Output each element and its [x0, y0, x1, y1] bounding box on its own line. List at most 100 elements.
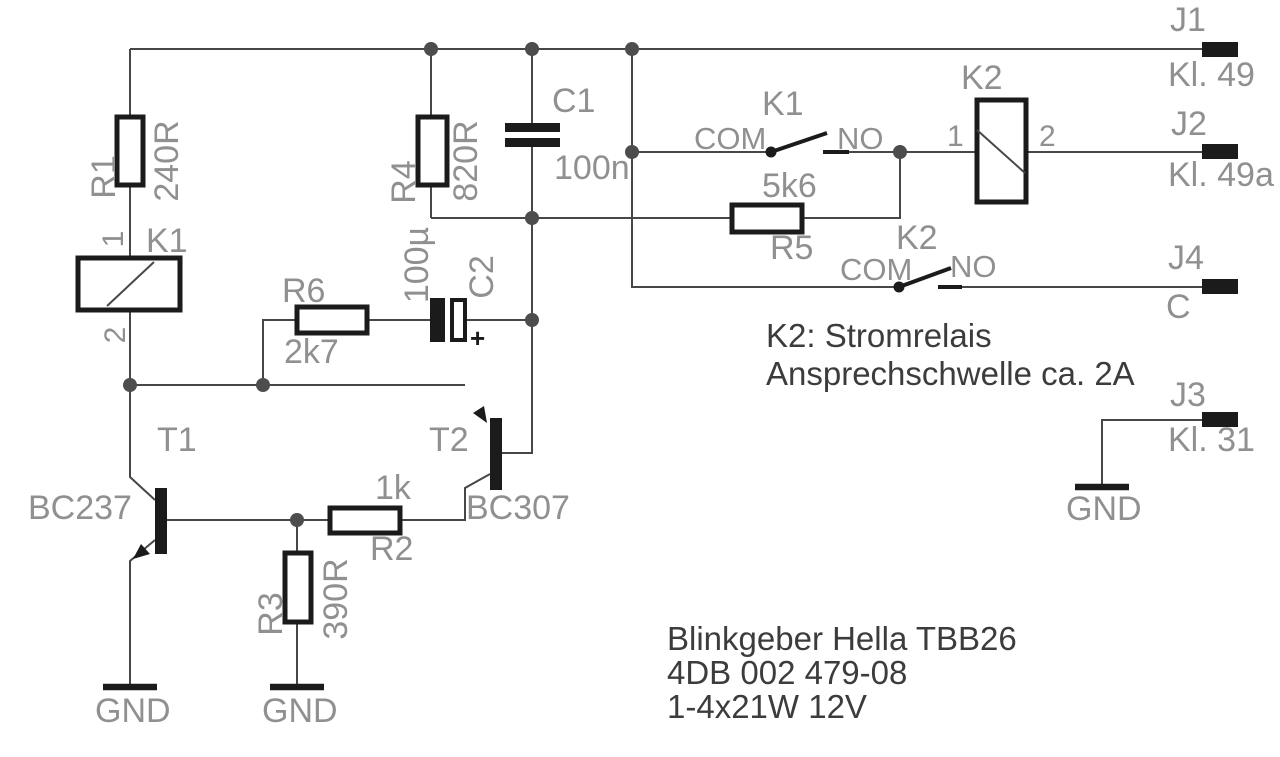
capacitor-c1: C1 100n — [505, 82, 630, 187]
resistor-r2-value: 1k — [375, 469, 412, 507]
wire-t1-emitter-to-gnd — [129, 539, 156, 684]
ground-symbol-middle: GND — [262, 683, 338, 730]
transistor-t2-emitter-arrow — [473, 406, 487, 423]
wire-c1-to-t2-collector — [502, 147, 533, 454]
resistor-r6-body — [294, 304, 370, 336]
transistor-t2: T2 BC307 — [429, 406, 570, 527]
resistor-r6-value: 2k7 — [284, 333, 339, 371]
relay-k2-switch-no-label: NO — [950, 249, 997, 284]
relay-k2-coil-diagonal — [976, 129, 1026, 174]
capacitor-c1-plate-bottom — [505, 138, 560, 147]
connector-j3-ref: J3 — [1170, 376, 1206, 414]
capacitor-c2-polarity: + — [470, 323, 485, 353]
relay-k1-switch: K1 COM NO — [694, 85, 884, 158]
title-line2: 4DB 002 479-08 — [667, 654, 907, 691]
relay-k2-switch-pivot — [893, 281, 905, 293]
transistor-t1-emitter-arrow — [133, 544, 150, 559]
resistor-r1-body — [114, 114, 146, 188]
capacitor-c2-plate-pos — [450, 298, 467, 342]
junction-dot — [424, 42, 438, 56]
connector-j4: J4 C — [1166, 239, 1238, 326]
k2-note-line2: Ansprechschwelle ca. 2A — [766, 355, 1135, 392]
title-block: Blinkgeber Hella TBB26 4DB 002 479-08 1-… — [667, 620, 1017, 725]
connector-j1: J1 Kl. 49 — [1168, 1, 1255, 94]
connector-j1-ref: J1 — [1170, 1, 1206, 39]
resistor-r4-ref: R4 — [385, 160, 423, 203]
capacitor-c2: + 100µ C2 — [398, 227, 501, 353]
capacitor-c2-value: 100µ — [398, 227, 436, 303]
junction-dot — [625, 145, 639, 159]
relay-k2-switch-ref: K2 — [896, 219, 938, 257]
ground-label: GND — [1066, 490, 1142, 528]
relay-k2-switch-blade — [898, 266, 952, 289]
relay-k1-switch-blade — [770, 131, 828, 154]
junction-dot — [893, 145, 907, 159]
relay-k2-switch-com-label: COM — [840, 252, 912, 287]
ground-symbol-j3: GND — [1066, 483, 1142, 528]
k2-note-line1: K2: Stromrelais — [766, 317, 992, 354]
resistor-r3-ref: R3 — [252, 592, 290, 635]
capacitor-c2-plate-neg — [430, 298, 445, 342]
resistor-r5-ref: R5 — [770, 229, 813, 267]
resistor-r1: R1 240R — [85, 114, 186, 202]
relay-k2-pin1: 1 — [947, 120, 964, 153]
resistor-r6: R6 2k7 — [282, 272, 370, 371]
connector-j3: J3 Kl. 31 — [1168, 376, 1255, 459]
resistor-r6-ref: R6 — [282, 272, 325, 310]
relay-k1-switch-ref: K1 — [762, 85, 804, 123]
resistor-r3: R3 390R — [252, 550, 355, 640]
relay-k1-coil-diagonal — [106, 261, 155, 307]
relay-k1-switch-com-label: COM — [694, 121, 766, 156]
resistor-r2: 1k R2 — [327, 469, 413, 568]
ground-symbol-left: GND — [95, 683, 171, 730]
connector-j2: J2 Kl. 49a — [1168, 105, 1274, 194]
resistor-r3-value: 390R — [317, 558, 355, 639]
resistor-r5: 5k6 R5 — [729, 167, 817, 267]
junction-dot — [525, 211, 539, 225]
resistor-r4: R4 820R — [385, 114, 485, 204]
relay-k2-switch: K2 COM NO — [840, 219, 997, 293]
resistor-r2-ref: R2 — [370, 530, 413, 568]
wire-r2-to-t2-base — [400, 473, 491, 521]
capacitor-c1-ref: C1 — [552, 82, 595, 120]
resistor-r2-body — [327, 505, 403, 536]
k2-note: K2: Stromrelais Ansprechschwelle ca. 2A — [766, 317, 1135, 392]
connector-j4-pad — [1202, 279, 1238, 294]
connector-j4-ref: J4 — [1168, 239, 1204, 277]
relay-k1-switch-pivot — [765, 146, 777, 158]
capacitor-c1-plate-top — [505, 123, 560, 132]
junction-dot — [525, 42, 539, 56]
ground-label: GND — [95, 692, 171, 730]
connector-j2-terminal: Kl. 49a — [1168, 156, 1274, 194]
transistor-t2-bar — [490, 418, 502, 490]
title-line3: 1-4x21W 12V — [667, 688, 867, 725]
transistor-t2-ref: T2 — [429, 421, 469, 459]
wire-r5-to-no-node — [802, 152, 901, 219]
relay-k2-pin2: 2 — [1039, 120, 1056, 153]
resistor-r5-body — [729, 202, 805, 235]
connector-j1-terminal: Kl. 49 — [1168, 56, 1255, 94]
resistor-r1-value: 240R — [148, 120, 186, 201]
relay-k1-coil-body — [75, 255, 183, 313]
wire-j3-to-gnd — [1101, 419, 1202, 484]
connector-j2-ref: J2 — [1171, 105, 1207, 143]
relay-k1-coil: 1 K1 2 — [75, 222, 188, 343]
relay-k1-pin1: 1 — [97, 231, 130, 248]
relay-k2-coil: K2 1 2 — [947, 59, 1056, 205]
junction-dot — [123, 378, 137, 392]
resistor-r1-ref: R1 — [85, 155, 123, 198]
wire-t1-collector — [129, 385, 156, 501]
ground-label: GND — [262, 692, 338, 730]
connector-j3-terminal: Kl. 31 — [1168, 421, 1255, 459]
wire-r6-left — [262, 319, 297, 385]
transistor-t2-type: BC307 — [466, 489, 570, 527]
resistor-r4-body — [415, 114, 450, 188]
resistor-r3-body — [282, 550, 314, 625]
junction-dot — [625, 42, 639, 56]
transistor-t1-bar — [155, 488, 167, 554]
capacitor-c1-value: 100n — [554, 149, 630, 187]
transistor-t1-ref: T1 — [157, 421, 197, 459]
resistor-r4-value: 820R — [447, 120, 485, 201]
